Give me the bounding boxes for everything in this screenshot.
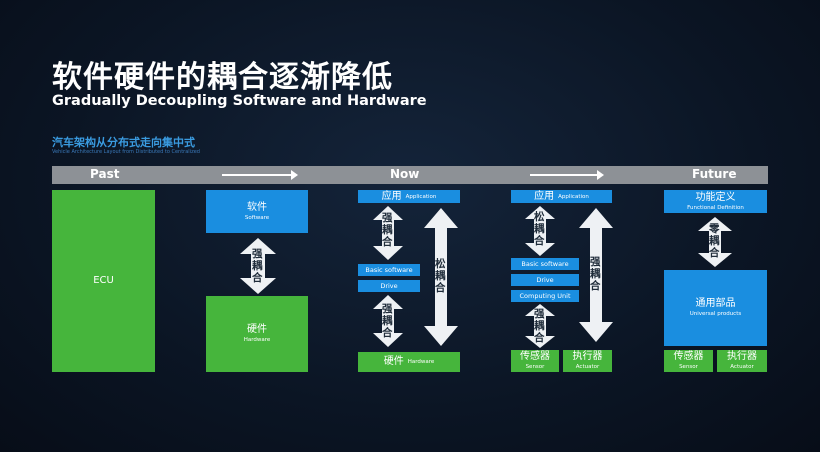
future-universal-cn: 通用部品 <box>695 298 736 309</box>
now-hardware-box: 硬件 Hardware <box>358 352 460 372</box>
stage3-actuator-en: Actuator <box>575 364 600 370</box>
future-func-cn: 功能定义 <box>695 191 736 203</box>
future-universal-en: Universal products <box>689 311 742 317</box>
subtitle-english: Vehicle Architecture Layout from Distrib… <box>52 149 200 155</box>
stage3-coupling-right-arrow <box>578 208 614 342</box>
stage3-computing-unit-label: Computing Unit <box>519 292 571 300</box>
stage3-loose-coupling-label: 松耦合 <box>534 211 545 247</box>
future-sensor-en: Sensor <box>679 364 698 370</box>
now-coupling-top-arrow <box>372 206 404 260</box>
now-app-en: Application <box>405 193 437 200</box>
stage1-coupling-arrow <box>238 238 278 294</box>
stage3-app-cn: 应用 <box>534 190 555 202</box>
future-sensor-box: 传感器 Sensor <box>664 350 713 372</box>
timeline-bar: Past Now Future <box>52 166 768 184</box>
future-actuator-cn: 执行器 <box>727 351 757 362</box>
timeline-arrow-1 <box>222 170 298 180</box>
stage3-sensor-box: 传感器 Sensor <box>511 350 559 372</box>
stage1-software-box: 软件 Software <box>206 190 308 233</box>
future-functional-definition-box: 功能定义 Functional Definition <box>664 190 767 213</box>
stage3-coupling-bottom-arrow <box>524 304 556 348</box>
future-sensor-cn: 传感器 <box>673 351 704 362</box>
ecu-label: ECU <box>93 275 114 286</box>
stage3-application-box: 应用 Application <box>511 190 612 203</box>
subtitle-chinese: 汽车架构从分布式走向集中式 <box>52 136 195 149</box>
stage3-sensor-en: Sensor <box>525 364 545 370</box>
stage3-actuator-box: 执行器 Actuator <box>563 350 612 372</box>
now-basic-software-label: Basic software <box>365 266 413 274</box>
future-func-en: Functional Definition <box>687 204 744 211</box>
stage1-software-cn: 软件 <box>247 201 267 213</box>
stage3-basic-software-box: Basic software <box>511 258 579 270</box>
title-chinese: 软件硬件的耦合逐渐降低 <box>52 60 393 95</box>
future-zero-coupling-arrow <box>697 217 733 267</box>
stage1-coupling-label: 强耦合 <box>252 248 263 284</box>
now-drive-box: Drive <box>358 280 420 292</box>
now-coupling-top-label: 强耦合 <box>382 212 393 248</box>
stage3-basic-software-label: Basic software <box>521 260 569 268</box>
stage3-coupling-bottom-label: 强耦合 <box>534 308 545 344</box>
stage3-app-en: Application <box>558 193 589 200</box>
now-basic-software-box: Basic software <box>358 264 420 276</box>
now-coupling-bottom-label: 强耦合 <box>382 303 393 339</box>
now-coupling-bottom-arrow <box>372 295 404 347</box>
future-universal-products-box: 通用部品 Universal products <box>664 270 767 346</box>
title-english: Gradually Decoupling Software and Hardwa… <box>52 93 427 109</box>
future-actuator-box: 执行器 Actuator <box>717 350 767 372</box>
timeline-arrow-2 <box>530 170 604 180</box>
now-application-box: 应用 Application <box>358 190 460 203</box>
future-zero-coupling-label: 零耦合 <box>709 223 720 259</box>
now-loose-coupling-label: 松耦合 <box>435 258 446 294</box>
stage1-hardware-cn: 硬件 <box>247 324 267 335</box>
now-drive-label: Drive <box>380 282 398 290</box>
now-loose-coupling-arrow <box>423 208 459 346</box>
stage3-drive-label: Drive <box>536 276 554 284</box>
now-hardware-cn: 硬件 <box>383 356 404 367</box>
stage3-actuator-cn: 执行器 <box>572 351 603 362</box>
stage1-hardware-en: Hardware <box>243 337 271 343</box>
ecu-block: ECU <box>52 190 155 372</box>
stage1-software-en: Software <box>244 214 270 221</box>
now-app-cn: 应用 <box>381 190 402 202</box>
stage3-loose-coupling-arrow <box>524 206 556 256</box>
future-actuator-en: Actuator <box>730 364 754 370</box>
timeline-now: Now <box>390 167 420 181</box>
stage3-computing-unit-box: Computing Unit <box>511 290 579 302</box>
stage1-hardware-box: 硬件 Hardware <box>206 296 308 372</box>
stage3-coupling-right-label: 强耦合 <box>590 256 601 292</box>
timeline-future: Future <box>692 167 737 181</box>
stage3-sensor-cn: 传感器 <box>520 351 550 362</box>
timeline-past: Past <box>90 167 120 181</box>
stage3-drive-box: Drive <box>511 274 579 286</box>
now-hardware-en: Hardware <box>407 359 435 365</box>
